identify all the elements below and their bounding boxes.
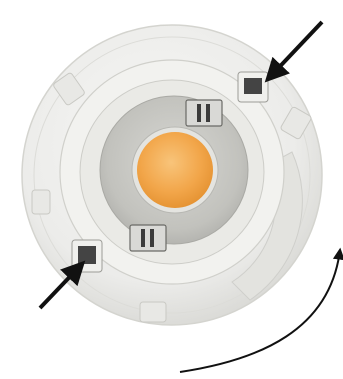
terminal-top: [186, 100, 222, 126]
led-emitter: [132, 127, 218, 213]
arrow-top-right: [268, 22, 322, 79]
terminal-bottom: [130, 225, 166, 251]
spring-clip-top-right: [238, 72, 268, 102]
